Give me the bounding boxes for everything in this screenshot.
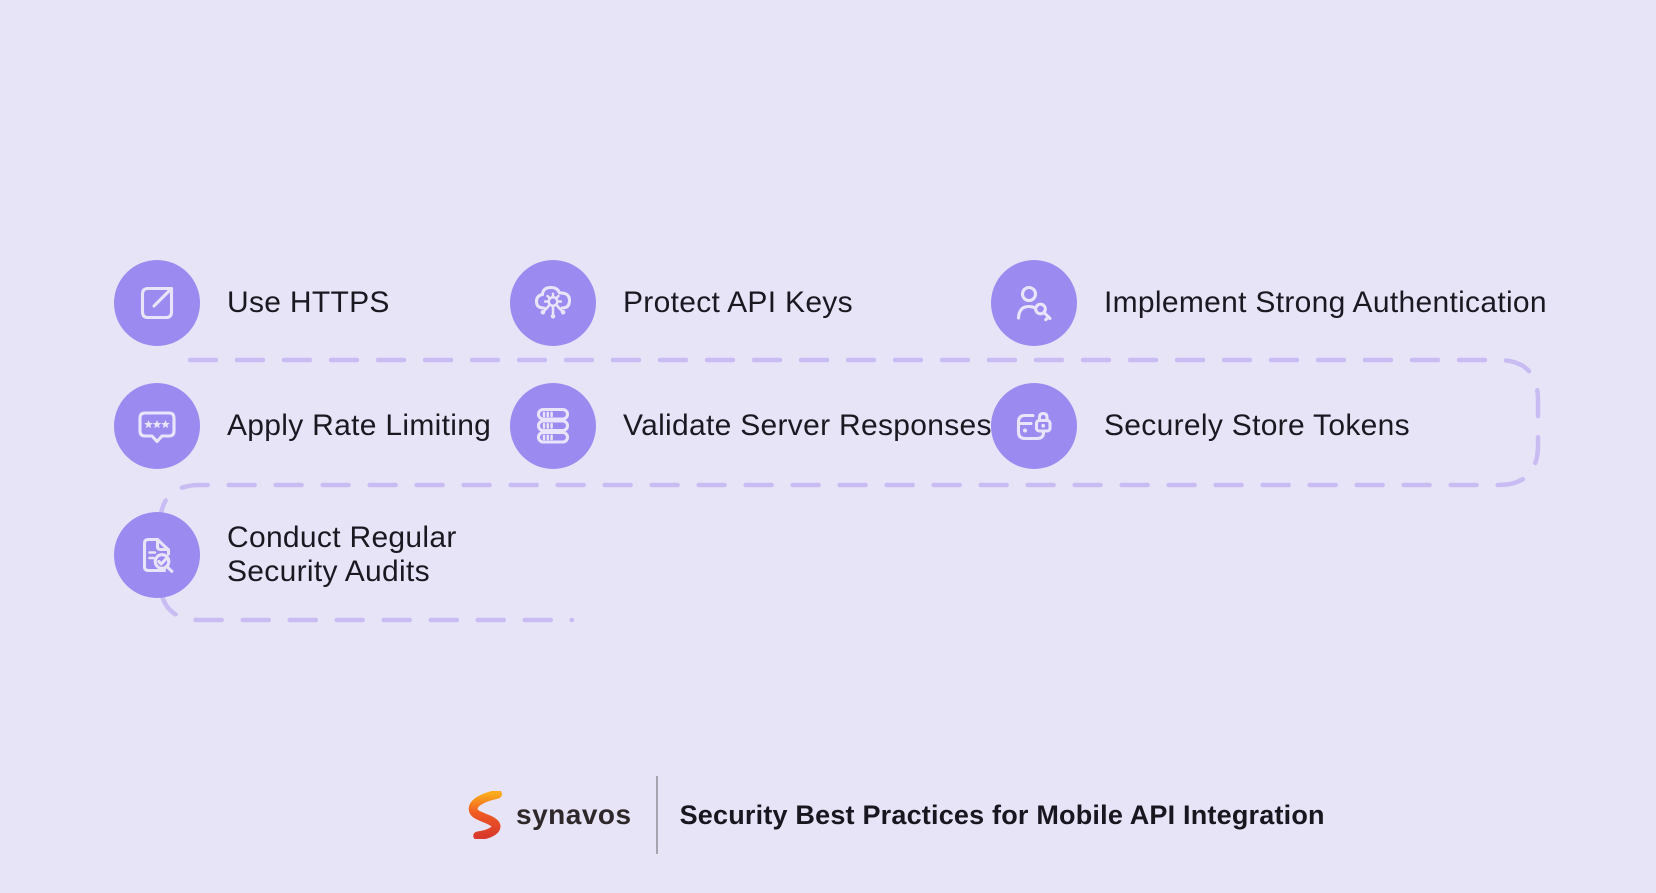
- item-validate-responses: Validate Server Responses: [510, 383, 992, 469]
- item-label: Securely Store Tokens: [1104, 409, 1410, 442]
- item-icon-circle: [510, 383, 596, 469]
- item-label: Use HTTPS: [227, 286, 390, 319]
- user-key-icon: [1010, 279, 1058, 327]
- item-label: Conduct Regular Security Audits: [227, 520, 457, 588]
- item-strong-authentication: Implement Strong Authentication: [991, 260, 1547, 346]
- infographic-title: Security Best Practices for Mobile API I…: [679, 799, 1325, 830]
- item-icon-circle: [991, 383, 1077, 469]
- footer: synavos Security Best Practices for Mobi…: [468, 776, 1325, 854]
- item-icon-circle: [510, 260, 596, 346]
- item-protect-api-keys: Protect API Keys: [510, 260, 853, 346]
- item-store-tokens: Securely Store Tokens: [991, 383, 1410, 469]
- rating-bubble-stars-icon: [133, 402, 181, 450]
- footer-divider: [655, 776, 658, 854]
- wallet-lock-icon: [1010, 402, 1058, 450]
- brand-name: synavos: [516, 799, 632, 830]
- api-cloud-gear-icon: [529, 279, 577, 319]
- item-label: Implement Strong Authentication: [1104, 286, 1547, 319]
- item-security-audits: Conduct Regular Security Audits: [114, 512, 572, 598]
- item-label: Validate Server Responses: [623, 409, 992, 442]
- external-link-icon: [133, 279, 181, 327]
- item-use-https: Use HTTPS: [114, 260, 390, 346]
- item-rate-limiting: Apply Rate Limiting: [114, 383, 491, 469]
- item-icon-circle: [114, 383, 200, 469]
- item-label: Apply Rate Limiting: [227, 409, 492, 442]
- server-stack-icon: [529, 402, 577, 450]
- item-icon-circle: [991, 260, 1077, 346]
- item-icon-circle: [114, 512, 200, 598]
- audit-document-check-icon: [133, 531, 181, 579]
- synavos-logo-icon: [468, 791, 502, 839]
- item-label: Protect API Keys: [623, 286, 853, 319]
- item-icon-circle: [114, 260, 200, 346]
